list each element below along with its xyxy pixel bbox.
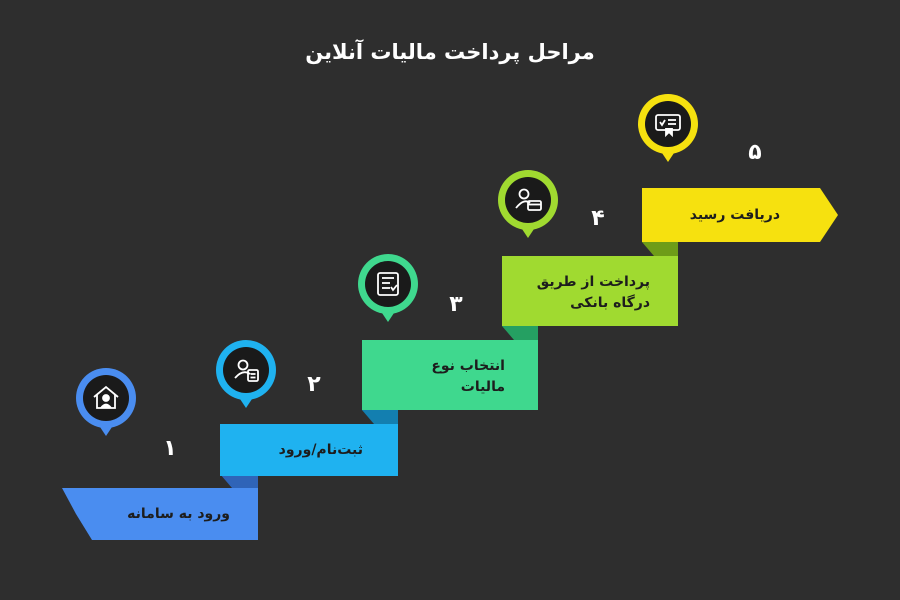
step-4-number: ۴ xyxy=(591,206,605,231)
step-2-banner xyxy=(220,410,398,476)
step-3-label-line-2: مالیات xyxy=(460,379,505,395)
step-3-label: انتخاب نوع مالیات xyxy=(395,356,505,398)
step-2-number: ۲ xyxy=(307,372,321,397)
step-4-pin xyxy=(498,170,558,238)
house-user-icon xyxy=(93,385,119,409)
step-3-number: ۳ xyxy=(449,292,463,317)
receipt-icon xyxy=(655,114,681,138)
user-card-icon xyxy=(515,188,542,211)
step-3-banner xyxy=(362,326,538,410)
step-3-shape xyxy=(362,340,538,410)
step-5-pin xyxy=(638,94,698,162)
step-4-label-line-1: پرداخت از طریق xyxy=(536,274,650,290)
step-1-pin xyxy=(76,368,136,436)
step-4-label-line-2: درگاه بانکی xyxy=(570,295,650,311)
step-5-shape xyxy=(642,188,838,242)
checklist-icon xyxy=(377,272,399,296)
step-5-label: دریافت رسید xyxy=(689,207,780,223)
step-4-banner xyxy=(502,242,678,326)
step-4-shape xyxy=(502,256,678,326)
diagram-title: مراحل پرداخت مالیات آنلاین xyxy=(305,40,595,64)
step-1-number: ۱ xyxy=(163,436,177,461)
step-2-shape xyxy=(220,424,398,476)
user-form-icon xyxy=(234,359,259,382)
step-3-fold xyxy=(502,326,538,340)
step-5-number: ۵ xyxy=(748,140,762,165)
step-4-label: پرداخت از طریق درگاه بانکی xyxy=(520,272,650,314)
step-5-banner xyxy=(642,188,838,242)
step-2-pin xyxy=(216,340,276,408)
step-1-label: ورود به سامانه xyxy=(127,506,230,522)
step-1-banner xyxy=(62,474,258,540)
step-2-fold xyxy=(362,410,398,424)
step-4-fold xyxy=(642,242,678,256)
step-1-fold xyxy=(220,474,258,488)
step-3-label-line-1: انتخاب نوع xyxy=(431,358,505,374)
step-2-label: ثبت‌نام/ورود xyxy=(278,442,363,458)
step-3-pin xyxy=(358,254,418,322)
step-1-shape xyxy=(62,488,258,540)
